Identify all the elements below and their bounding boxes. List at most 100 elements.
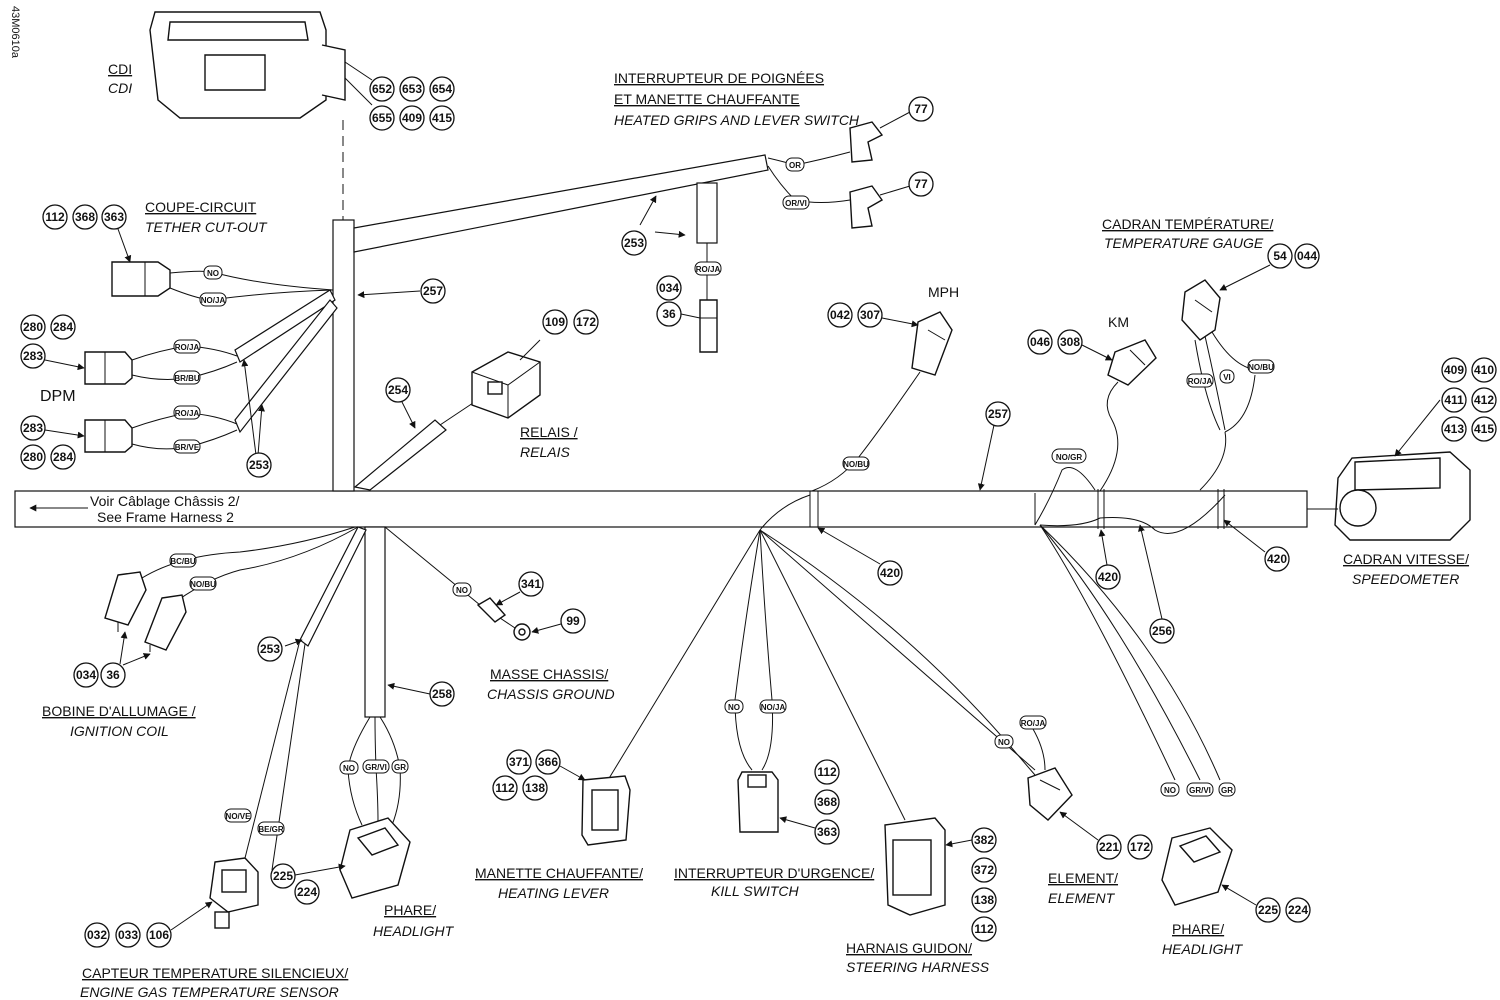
sleeve-254: [353, 419, 447, 491]
svg-text:280: 280: [23, 320, 43, 334]
heating-lever-label-en: HEATING LEVER: [498, 885, 609, 901]
speedometer-connector: [1307, 399, 1471, 541]
svg-text:308: 308: [1060, 335, 1080, 349]
svg-text:307: 307: [860, 308, 880, 322]
svg-text:371: 371: [509, 755, 529, 769]
svg-text:NO/GR: NO/GR: [1056, 453, 1082, 462]
svg-text:283: 283: [23, 421, 43, 435]
ref-253-dpm: [246, 452, 272, 478]
ref-420-c: [1264, 546, 1290, 572]
svg-text:138: 138: [525, 781, 545, 795]
svg-text:112: 112: [495, 781, 515, 795]
svg-text:OR/VI: OR/VI: [785, 199, 807, 208]
svg-text:420: 420: [1098, 570, 1118, 584]
headlight-left-label-fr: PHARE/: [384, 902, 436, 918]
svg-text:368: 368: [817, 795, 837, 809]
ref-256: [1149, 618, 1175, 644]
grips-label-en: HEATED GRIPS AND LEVER SWITCH: [614, 112, 860, 128]
ground-label-fr: MASSE CHASSIS/: [490, 666, 608, 682]
branch-plug-mid: [696, 182, 718, 244]
chassis-ground: NO 341 99: [384, 526, 586, 641]
ref-257-trunk: [985, 401, 1011, 427]
cdi-callouts: 652 653 654 655 409 415: [369, 76, 455, 131]
headlight-left-wires: NO GR/VI GR: [339, 716, 409, 826]
svg-text:224: 224: [1288, 903, 1308, 917]
svg-text:NO/JA: NO/JA: [201, 296, 226, 305]
relais-connector: 109 172: [471, 309, 599, 419]
svg-text:NO: NO: [343, 764, 355, 773]
svg-text:415: 415: [432, 111, 452, 125]
branch-257-up: [332, 219, 355, 492]
svg-text:225: 225: [273, 869, 293, 883]
svg-text:412: 412: [1474, 393, 1494, 407]
svg-text:654: 654: [432, 82, 452, 96]
svg-text:36: 36: [662, 307, 676, 321]
svg-text:257: 257: [423, 284, 443, 298]
svg-text:033: 033: [118, 928, 138, 942]
temp-label-en: TEMPERATURE GAUGE: [1104, 235, 1264, 251]
svg-text:420: 420: [1267, 552, 1287, 566]
svg-text:112: 112: [45, 210, 65, 224]
cdi-connector: [149, 11, 373, 220]
headlight-left-connector: 225 224: [270, 817, 411, 905]
element-label-fr: ELEMENT/: [1048, 870, 1118, 886]
svg-text:372: 372: [974, 863, 994, 877]
ref-254: [385, 377, 411, 403]
ignition-coil-callouts: 034 36: [73, 631, 151, 688]
svg-text:034: 034: [76, 668, 96, 682]
exhaust-label-en: ENGINE GAS TEMPERATURE SENSOR: [80, 984, 339, 1000]
heating-lever-connector: 371 366 112 138: [492, 749, 631, 846]
svg-text:382: 382: [974, 833, 994, 847]
svg-text:042: 042: [830, 308, 850, 322]
ref-420-b: [1095, 564, 1121, 590]
svg-text:415: 415: [1474, 422, 1494, 436]
ref-253-down: [257, 636, 283, 662]
ref-257-up: [420, 278, 446, 304]
kill-switch: NO NO/JA 112 368 363: [724, 699, 840, 845]
temp-label-fr: CADRAN TEMPÉRATURE/: [1102, 216, 1274, 232]
speedometer-label-fr: CADRAN VITESSE/: [1343, 551, 1469, 567]
element-connector: RO/JA NO 221 172: [994, 715, 1153, 860]
svg-text:172: 172: [1130, 840, 1150, 854]
svg-text:655: 655: [372, 111, 392, 125]
svg-text:36: 36: [106, 668, 120, 682]
exhaust-label-fr: CAPTEUR TEMPERATURE SILENCIEUX/: [82, 965, 348, 981]
grips-connector-a: 77: [849, 96, 934, 163]
cdi-label-fr: CDI: [108, 61, 132, 77]
frame-note-fr: Voir Câblage Châssis 2/: [90, 493, 240, 509]
headlight-left-label-en: HEADLIGHT: [373, 923, 455, 939]
svg-text:283: 283: [23, 349, 43, 363]
kill-switch-label-fr: INTERRUPTEUR D'URGENCE/: [674, 865, 874, 881]
svg-text:BE/GR: BE/GR: [258, 825, 284, 834]
svg-text:RO/JA: RO/JA: [1188, 377, 1213, 386]
svg-text:GR: GR: [394, 763, 406, 772]
svg-text:VI: VI: [1223, 373, 1231, 382]
svg-text:652: 652: [372, 82, 392, 96]
headlight-right-label-fr: PHARE/: [1172, 921, 1224, 937]
svg-text:RO/JA: RO/JA: [175, 343, 200, 352]
tether-label-en: TETHER CUT-OUT: [145, 219, 268, 235]
svg-text:280: 280: [23, 450, 43, 464]
svg-text:253: 253: [249, 458, 269, 472]
frame-harness-note: Voir Câblage Châssis 2/ See Frame Harnes…: [29, 493, 240, 525]
svg-text:RO/JA: RO/JA: [175, 409, 200, 418]
relais-label-en: RELAIS: [520, 444, 570, 460]
svg-text:NO/BU: NO/BU: [1248, 363, 1274, 372]
headlight-right: NO GR/VI GR 225 224: [1160, 782, 1311, 923]
drawing-id: 43M0610a: [9, 6, 21, 59]
svg-text:BR/BU: BR/BU: [174, 374, 200, 383]
svg-text:112: 112: [817, 765, 837, 779]
svg-text:368: 368: [75, 210, 95, 224]
steering-label-fr: HARNAIS GUIDON/: [846, 940, 972, 956]
svg-text:284: 284: [53, 320, 73, 334]
dpm-sleeve: [234, 289, 338, 434]
heating-lever-label-fr: MANETTE CHAUFFANTE/: [475, 865, 643, 881]
frame-note-en: See Frame Harness 2: [97, 509, 234, 525]
ref-420-a: [877, 560, 903, 586]
svg-text:GR: GR: [1221, 786, 1233, 795]
svg-text:NO: NO: [728, 703, 740, 712]
svg-text:409: 409: [1444, 363, 1464, 377]
svg-text:224: 224: [297, 885, 317, 899]
grips-wires: OR OR/VI: [767, 151, 851, 210]
